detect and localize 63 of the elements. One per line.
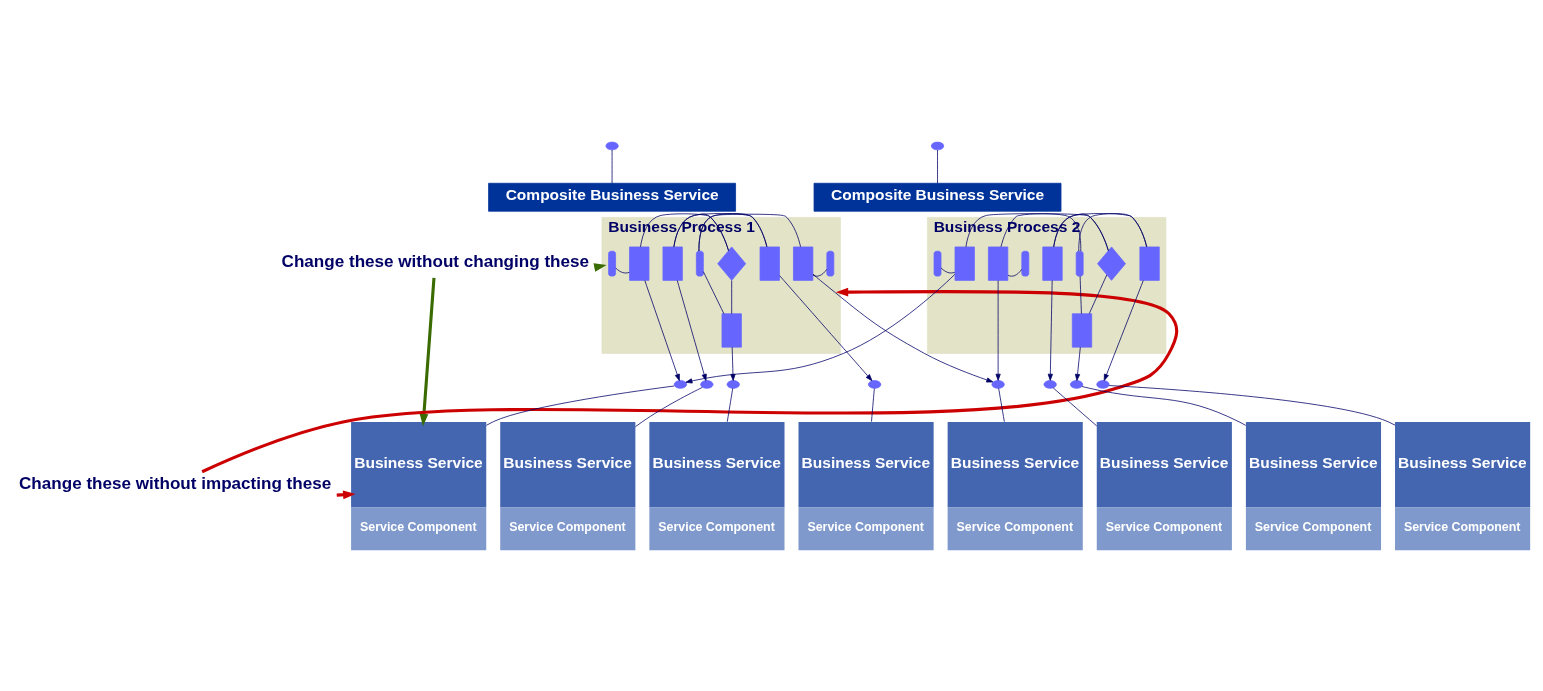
node-box — [662, 246, 683, 281]
connector — [1007, 268, 1023, 277]
arrow — [779, 274, 873, 381]
arrow — [201, 287, 1179, 473]
connector — [937, 149, 938, 184]
node-box: Composite Business Service — [813, 182, 1062, 212]
arrow — [644, 279, 680, 381]
node-bar — [608, 250, 616, 276]
connector — [1081, 385, 1247, 426]
node-circle — [605, 141, 619, 150]
connector — [998, 387, 1005, 422]
connector — [703, 270, 725, 314]
connector — [1088, 274, 1108, 314]
node-circle — [700, 379, 714, 389]
arrow — [419, 277, 436, 426]
node-box — [629, 246, 650, 281]
node-circle — [930, 141, 945, 150]
arrow — [812, 273, 994, 382]
node-circle — [673, 379, 688, 389]
node-box: Composite Business Service — [488, 182, 736, 212]
connector — [940, 267, 956, 273]
node-bar — [933, 250, 942, 276]
arrow — [730, 346, 736, 381]
node-bar — [695, 250, 704, 276]
node-circle — [1069, 379, 1084, 389]
connector — [486, 385, 675, 426]
connector — [871, 387, 875, 422]
node-bar — [1021, 250, 1030, 276]
node-box — [721, 312, 742, 348]
connector — [812, 268, 828, 277]
connector — [1108, 384, 1396, 425]
arrow — [1074, 346, 1081, 381]
connector — [726, 387, 734, 422]
node-box — [1042, 246, 1063, 281]
node-circle — [726, 379, 740, 389]
node-box — [988, 246, 1009, 281]
arrow — [1103, 279, 1144, 381]
node-circle — [868, 379, 882, 389]
connector — [635, 386, 703, 427]
connector — [1052, 387, 1098, 426]
arrow — [995, 279, 1001, 381]
arrow — [1047, 279, 1053, 381]
connector — [731, 279, 733, 314]
node-box — [1139, 246, 1160, 281]
arrow — [685, 273, 956, 383]
node-box — [759, 246, 780, 281]
connector — [1078, 212, 1148, 251]
node-text: Change these without impacting these — [19, 473, 332, 493]
node-circle — [1043, 379, 1057, 389]
node-box — [954, 246, 975, 281]
node-diamond — [717, 246, 747, 281]
node-circle — [1096, 379, 1110, 389]
connector — [1079, 275, 1082, 314]
node-box — [793, 246, 814, 281]
node-text: Change these without changing these — [281, 251, 590, 271]
node-diamond — [1097, 246, 1126, 281]
connector — [615, 267, 630, 273]
arrow — [676, 279, 707, 381]
node-bar — [826, 250, 835, 276]
node-box — [1071, 312, 1093, 348]
node-bar — [1075, 250, 1084, 276]
connector — [611, 149, 613, 184]
node-circle — [991, 379, 1005, 389]
